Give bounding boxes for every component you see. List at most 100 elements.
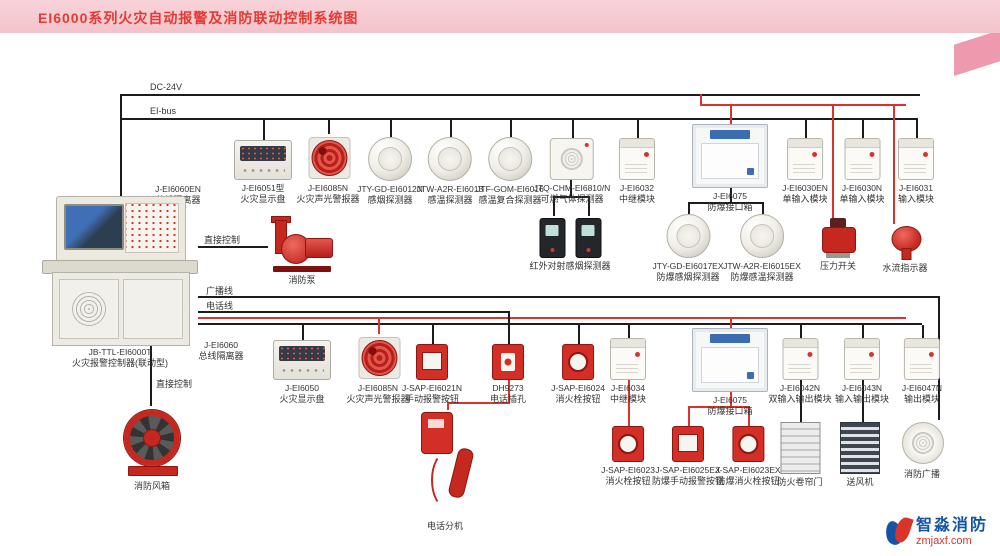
- wire-segment: [637, 120, 639, 138]
- telephone-jack-icon: [491, 344, 524, 380]
- wire-segment: [922, 325, 924, 338]
- wire-segment: [628, 378, 630, 426]
- water-flow-indicator: 水流指示器: [882, 224, 928, 274]
- beam-smoke-detector-label: 红外对射感烟探测器: [529, 261, 611, 271]
- ex-interface-box-top-icon: [692, 124, 768, 188]
- wire-segment: [508, 313, 510, 344]
- wire-segment: [762, 202, 764, 214]
- fire-shutter-door: 防火卷帘门: [777, 422, 823, 488]
- wire-segment: [198, 317, 906, 319]
- input-module-6030n-icon: [843, 138, 880, 180]
- wire-segment: [688, 202, 690, 214]
- combo-detector-icon: [487, 137, 532, 181]
- wire-segment: [748, 406, 750, 426]
- supply-fan-label: 送风机: [846, 477, 874, 487]
- fire-display-panel-top: J-EI6051型火灾显示盘: [234, 140, 292, 205]
- pressure-switch-label: 压力开关: [819, 261, 856, 271]
- water-flow-indicator-icon: [885, 224, 925, 260]
- brand-domain: zmjaxf.com: [915, 535, 972, 548]
- wire-segment: [800, 378, 802, 422]
- sounder-top-icon: [305, 134, 351, 180]
- ribbon-decoration: [954, 30, 1000, 76]
- pressure-switch-icon: [818, 218, 858, 258]
- wire-segment: [588, 196, 590, 216]
- telephone-extension: 电话分机: [415, 410, 475, 532]
- ex-manual-call-point-icon: [671, 426, 704, 462]
- wire-segment: [198, 323, 922, 325]
- fire-display-panel-top-icon: [234, 140, 292, 180]
- fire-display-panel-top-label: J-EI6051型火灾显示盘: [240, 183, 286, 204]
- fire-alarm-controller-icon: [42, 196, 198, 346]
- wire-segment: [432, 325, 434, 344]
- fire-pump-label: 消防泵: [288, 275, 316, 285]
- wire-segment: [198, 311, 510, 313]
- wire-segment: [862, 378, 864, 422]
- fire-pump: 消防泵: [267, 216, 337, 286]
- io-module-6043n-icon: [843, 338, 880, 380]
- gas-detector-icon: [549, 138, 594, 180]
- input-module-6030en-icon: [787, 138, 823, 180]
- wire-segment: [805, 120, 807, 138]
- fire-shutter-door-label: 防火卷帘门: [777, 477, 823, 487]
- wire-segment: [302, 325, 304, 340]
- wire-segment: [508, 378, 510, 402]
- fire-fan-label: 消防风箱: [133, 481, 170, 491]
- wire-segment: [510, 120, 512, 137]
- wire-segment: [447, 402, 510, 404]
- fire-fan: 消防风箱: [120, 406, 184, 492]
- fire-broadcast-speaker-icon: [900, 420, 944, 466]
- ex-interface-box-bottom-icon: [692, 328, 768, 392]
- fire-display-panel-bottom-icon: [273, 340, 331, 380]
- wire-segment: [688, 202, 764, 204]
- ex-smoke-detector-icon: [666, 214, 710, 258]
- fire-shutter-door-icon: [779, 422, 820, 474]
- water-flow-indicator-label: 水流指示器: [882, 263, 928, 273]
- wire-segment: [700, 104, 906, 106]
- header-bar: EI6000系列火灾自动报警及消防联动控制系统图: [0, 0, 1000, 33]
- output-module-6047n-icon: [903, 338, 940, 380]
- wire-segment: [150, 344, 152, 406]
- telephone-line-label: 电话线: [206, 301, 234, 311]
- wire-segment: [198, 296, 938, 298]
- wire-segment: [553, 196, 590, 198]
- wire-segment: [628, 325, 630, 338]
- wire-segment: [730, 104, 732, 124]
- wire-segment: [328, 120, 330, 134]
- supply-fan-icon: [840, 422, 880, 474]
- direct-control-top-label: 直接控制: [204, 235, 241, 245]
- dc-24v-label: DC-24V: [150, 82, 183, 92]
- wire-segment: [390, 120, 392, 137]
- wire-segment: [447, 402, 449, 410]
